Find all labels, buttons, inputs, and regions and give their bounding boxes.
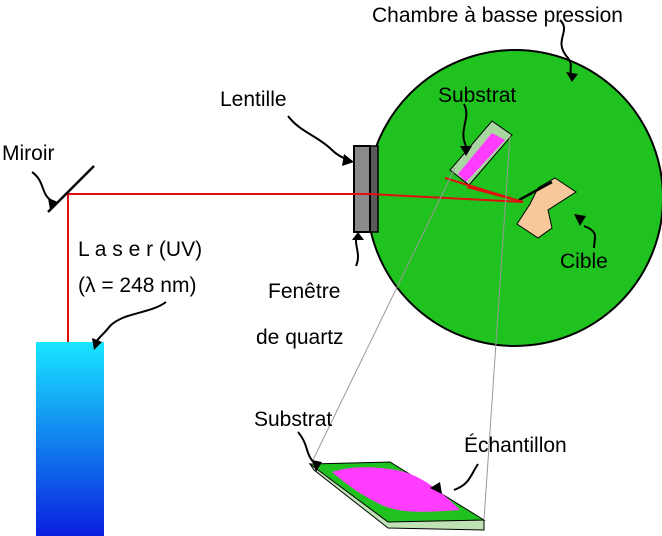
target xyxy=(516,177,577,239)
mirror xyxy=(47,165,95,213)
quartz-window xyxy=(353,145,371,233)
label-sample: Échantillon xyxy=(464,434,567,457)
label-mirror: Miroir xyxy=(2,142,55,165)
leader-arrowheads xyxy=(48,72,586,494)
label-window-line1: Fenêtre xyxy=(268,280,340,303)
label-laser-line2: (λ = 248 nm) xyxy=(78,274,196,297)
label-chamber: Chambre à basse pression xyxy=(372,4,623,27)
window-flange xyxy=(369,145,379,233)
label-window-line2: de quartz xyxy=(256,326,344,349)
zoom-lines xyxy=(311,135,511,521)
label-substrate-top: Substrat xyxy=(438,84,516,107)
label-target: Cible xyxy=(560,250,608,273)
sample-substrate xyxy=(308,461,486,531)
label-laser-line1: L a s e r (UV) xyxy=(78,238,202,261)
laser-source xyxy=(36,342,104,536)
label-substrate-bottom: Substrat xyxy=(254,408,332,431)
label-lens: Lentille xyxy=(220,88,287,111)
laser-beam xyxy=(67,177,524,346)
